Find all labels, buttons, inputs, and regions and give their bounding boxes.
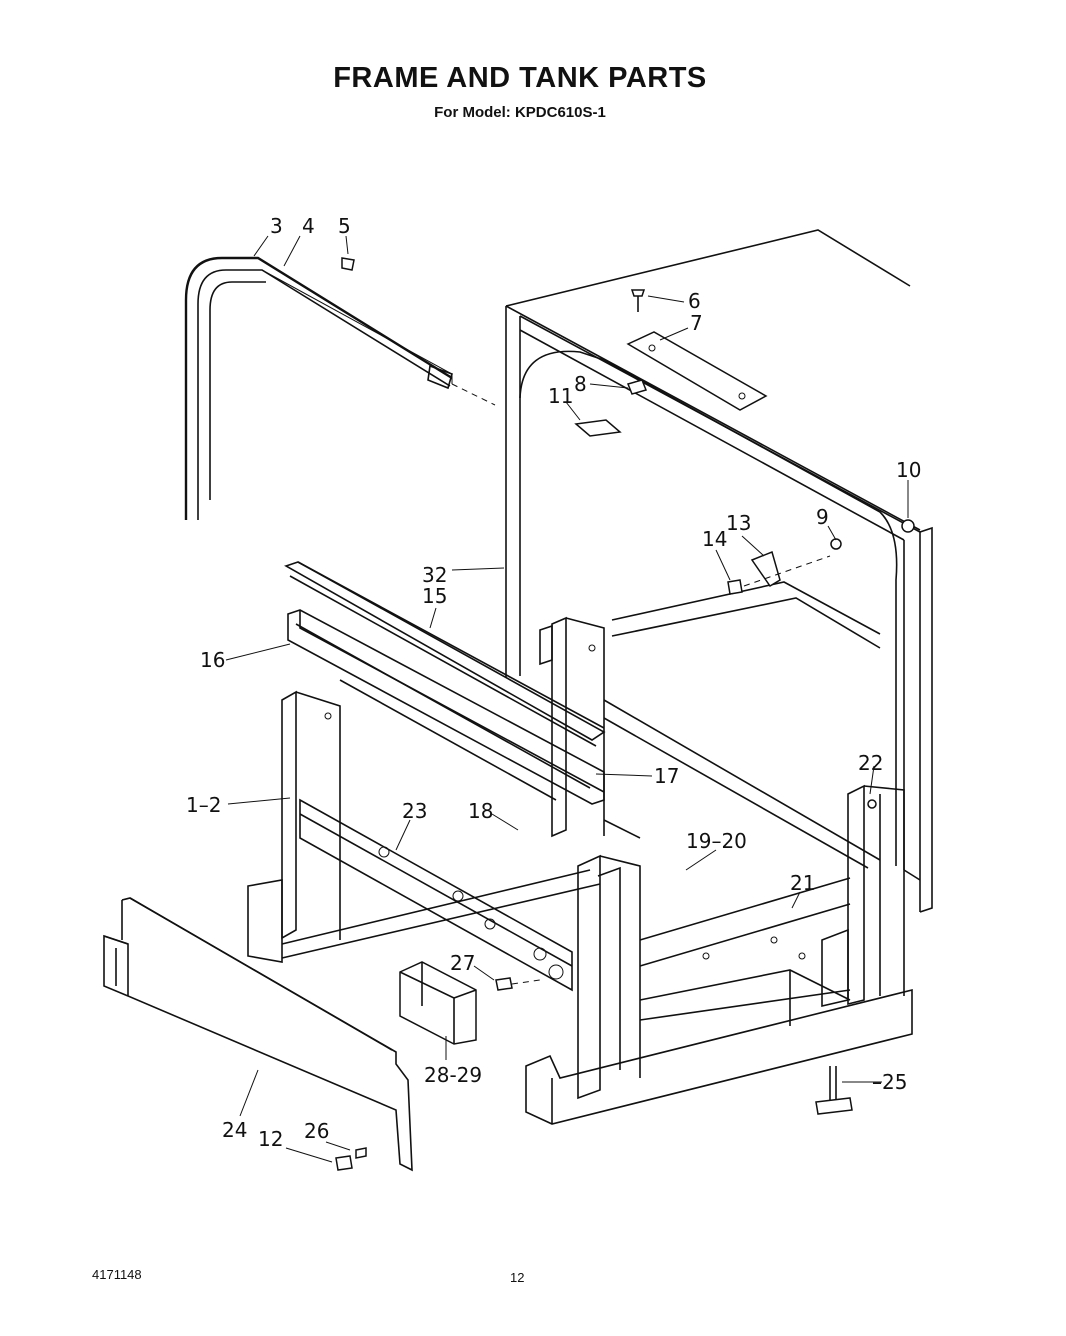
callout-6: 6: [688, 289, 701, 313]
door-gasket-part: [184, 256, 496, 520]
callout-26: 26: [304, 1119, 329, 1143]
side-hardware: [727, 519, 915, 595]
callout-3: 3: [270, 214, 283, 238]
callout-28-29: 28-29: [424, 1063, 482, 1087]
callout-5: 5: [338, 214, 351, 238]
cross-member-part: [299, 798, 573, 992]
leveling-leg-part: [815, 1066, 853, 1115]
callout-4: 4: [302, 214, 315, 238]
front-rails: [284, 561, 606, 805]
model-subtitle: For Model: KPDC610S-1: [434, 104, 606, 121]
callout-23: 23: [402, 799, 427, 823]
callout-12: 12: [258, 1127, 283, 1151]
right-upright: [821, 784, 905, 1008]
callout-14: 14: [702, 527, 727, 551]
callout-16: 16: [200, 648, 225, 672]
callout-22: 22: [858, 751, 883, 775]
callout-32: 32: [422, 563, 447, 587]
callout-10: 10: [896, 458, 921, 482]
callout-8: 8: [574, 372, 587, 396]
electrical-box-part: [399, 961, 477, 1045]
callout-7: 7: [690, 311, 703, 335]
tank-interior: [603, 581, 881, 869]
center-upright: [539, 616, 605, 838]
callout-labels: 3 4 5 6 7 8 9 10 11 12 13 14 15 16 17 18…: [186, 214, 921, 1151]
callout-25: –25: [872, 1070, 907, 1094]
callout-27: 27: [450, 951, 475, 975]
base-frame: [525, 854, 913, 1125]
left-upright: [247, 690, 601, 963]
callout-1-2: 1–2: [186, 793, 221, 817]
tank-top: [505, 229, 921, 531]
page-number: 12: [510, 1270, 525, 1285]
callout-13: 13: [726, 511, 751, 535]
callout-24: 24: [222, 1118, 247, 1142]
leader-lines: [225, 235, 909, 1163]
callout-15: 15: [422, 584, 447, 608]
page-title: FRAME AND TANK PARTS: [333, 62, 707, 94]
hinge-hardware: [574, 289, 768, 437]
callout-21: 21: [790, 871, 815, 895]
callout-18: 18: [468, 799, 493, 823]
callout-17: 17: [654, 764, 679, 788]
clip-part: [341, 257, 355, 271]
callout-19-20: 19–20: [686, 829, 747, 853]
screw-hardware: [335, 977, 541, 1171]
document-number: 4171148: [92, 1267, 142, 1282]
toe-panel-part: [103, 897, 413, 1172]
callout-11: 11: [548, 384, 573, 408]
callout-9: 9: [816, 505, 829, 529]
